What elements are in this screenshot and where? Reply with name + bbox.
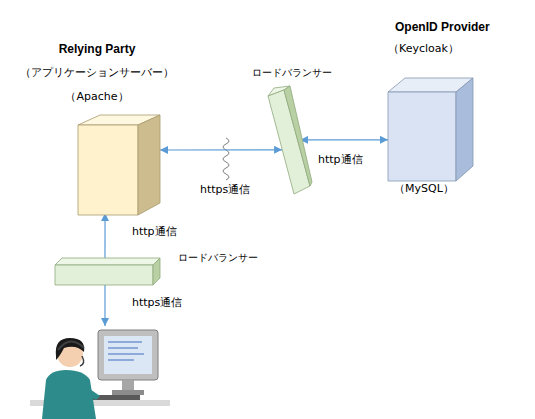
- connector-arrow: [104, 213, 105, 258]
- monitor-screen: [104, 336, 152, 374]
- connector-arrow: [300, 139, 388, 140]
- signal-squiggle: [223, 138, 229, 180]
- user-illustration: [30, 330, 170, 419]
- load-balancer-bar: ロードバランサー: [266, 86, 312, 196]
- node-text: （Apache）: [0, 90, 197, 104]
- screen-line: [108, 359, 134, 361]
- node-title: Relying Party: [0, 42, 197, 56]
- node-title: ロードバランサー: [252, 66, 332, 80]
- screen-line: [108, 341, 142, 343]
- monitor: [98, 330, 158, 380]
- server-cube: Relying Party（アプリケーションサーバー）（Apache）: [78, 115, 160, 215]
- monitor-base: [112, 390, 144, 395]
- shape-face: [284, 86, 312, 186]
- connector-label: http通信: [318, 153, 363, 167]
- headset: [58, 341, 84, 350]
- screen-line: [108, 347, 138, 349]
- person-hair: [56, 338, 84, 360]
- free-label: https通信: [132, 296, 182, 310]
- server-cube: OpenID Provider（Keycloak）（MySQL）: [388, 78, 473, 181]
- headset-mic: [80, 356, 84, 366]
- shape-face: [153, 258, 160, 285]
- node-text: （Keycloak）: [388, 42, 508, 56]
- shape-face: [138, 115, 160, 215]
- server-cube-outline: [78, 115, 160, 215]
- person-arm: [80, 385, 100, 400]
- shape-face: [55, 265, 153, 285]
- load-balancer-bar-outline: [55, 258, 160, 285]
- screen-line: [108, 353, 144, 355]
- node-title: OpenID Provider: [395, 20, 535, 34]
- shape-face: [78, 125, 138, 215]
- connector-label: http通信: [132, 225, 177, 239]
- node-text: （MySQL）: [394, 182, 494, 196]
- load-balancer-bar: ロードバランサー: [55, 258, 160, 285]
- monitor-stand: [122, 380, 134, 390]
- server-cube-outline: [388, 78, 473, 181]
- node-text: （アプリケーションサーバー）: [0, 66, 197, 80]
- connector-label: https通信: [200, 183, 250, 197]
- shape-face: [388, 92, 456, 181]
- user-arrow: [104, 285, 105, 326]
- connector-arrow: [160, 149, 282, 150]
- shape-face: [456, 78, 473, 181]
- shape-face: [55, 258, 160, 265]
- node-title: ロードバランサー: [178, 251, 268, 265]
- load-balancer-bar-outline: [266, 86, 312, 196]
